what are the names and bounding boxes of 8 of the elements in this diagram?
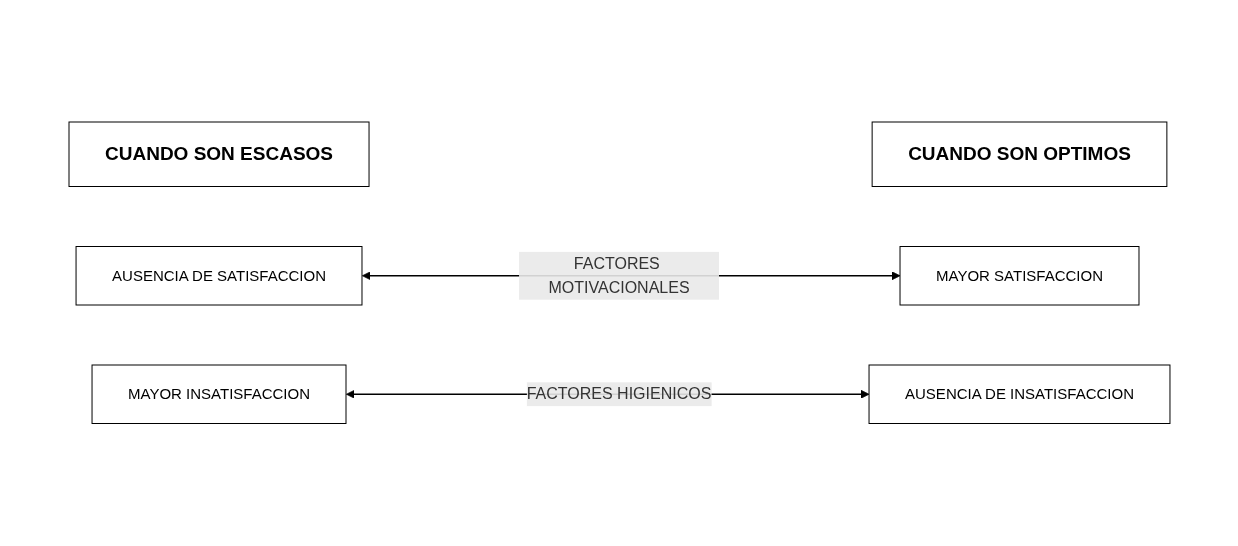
node-box: MAYOR INSATISFACCION <box>91 364 346 425</box>
edge-label: FACTORES HIGIENICOS <box>526 385 711 403</box>
node-box: MAYOR SATISFACCION <box>899 246 1139 306</box>
node-box: AUSENCIA DE INSATISFACCION <box>868 364 1170 425</box>
node-box: CUANDO SON ESCASOS <box>68 121 370 188</box>
node-box: AUSENCIA DE SATISFACCION <box>75 246 362 306</box>
edge-label: FACTORES MOTIVACIONALES <box>548 255 690 296</box>
node-box: CUANDO SON OPTIMOS <box>871 121 1167 188</box>
